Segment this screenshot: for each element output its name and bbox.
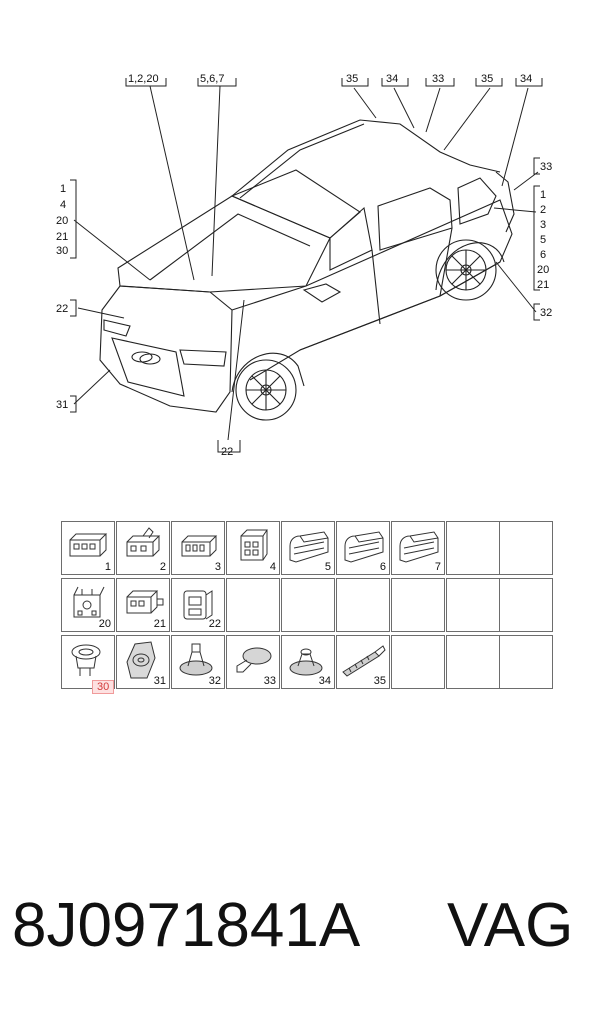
part-cell[interactable]: 2 xyxy=(116,521,170,575)
part-number-label: 3 xyxy=(214,561,221,573)
part-number-label: 22 xyxy=(208,618,221,630)
part-number-label: 2 xyxy=(159,561,166,573)
callout-left-stack-item: 4 xyxy=(60,199,66,211)
callout-top-1: 1,2,20 xyxy=(128,73,159,85)
part-cell[interactable]: 34 xyxy=(281,635,335,689)
callout-left-22: 22 xyxy=(56,303,68,315)
grommet-icon xyxy=(71,644,101,676)
callout-right-stack-item: 6 xyxy=(540,249,546,261)
part-number-label: 35 xyxy=(373,675,386,687)
callout-bottom-22: 22 xyxy=(221,446,233,458)
callout-right-stack-item: 1 xyxy=(540,189,546,201)
part-number-label: 5 xyxy=(324,561,331,573)
connector-icon xyxy=(73,586,105,618)
part-number-label: 21 xyxy=(153,618,166,630)
callout-right-33: 33 xyxy=(540,161,552,173)
empty-cell xyxy=(499,521,553,575)
callout-left-stack-item: 1 xyxy=(60,183,66,195)
part-cell[interactable]: 3 xyxy=(171,521,225,575)
part-number-label: 20 xyxy=(98,618,111,630)
housing-icon xyxy=(289,531,329,563)
connector-icon xyxy=(183,590,213,620)
empty-cell xyxy=(446,521,500,575)
callout-top-2: 5,6,7 xyxy=(200,73,224,85)
grommet-icon xyxy=(236,647,272,673)
connector-icon xyxy=(69,533,108,557)
part-cell[interactable]: 21 xyxy=(116,578,170,632)
callout-left-31: 31 xyxy=(56,399,68,411)
empty-cell xyxy=(446,578,500,632)
callout-top-3: 35 xyxy=(346,73,358,85)
callout-right-stack-item: 3 xyxy=(540,219,546,231)
grommet-icon xyxy=(126,641,156,679)
part-cell[interactable]: 5 xyxy=(281,521,335,575)
part-number-label: 33 xyxy=(263,675,276,687)
leader-lines xyxy=(73,85,539,441)
callout-left-stack-item: 30 xyxy=(56,245,68,257)
empty-cell xyxy=(336,578,390,632)
part-cell[interactable]: 30 xyxy=(61,635,115,694)
part-cell[interactable]: 35 xyxy=(336,635,390,689)
callout-top-5: 33 xyxy=(432,73,444,85)
callout-right-32: 32 xyxy=(540,307,552,319)
part-number-heading: 8J0971841A xyxy=(12,891,361,960)
housing-icon xyxy=(399,531,439,563)
part-cell[interactable]: 20 xyxy=(61,578,115,632)
callout-top-4: 34 xyxy=(386,73,398,85)
callout-right-stack-item: 20 xyxy=(537,264,549,276)
connector-icon xyxy=(240,529,268,561)
grommet-icon xyxy=(289,648,323,676)
part-number-label: 31 xyxy=(153,675,166,687)
part-cell[interactable]: 22 xyxy=(171,578,225,632)
part-number-label: 1 xyxy=(104,561,111,573)
parts-grid: 1 2 3 4 5 6 7 20 21 22 xyxy=(61,521,553,694)
grommet-icon xyxy=(179,643,213,676)
callout-top-6: 35 xyxy=(481,73,493,85)
callout-top-7: 34 xyxy=(520,73,532,85)
connector-icon xyxy=(181,535,218,557)
part-number-label: 32 xyxy=(208,675,221,687)
empty-cell xyxy=(499,578,553,632)
car-diagram: 1,2,20 5,6,7 35 34 33 35 34 1 4 20 21 30… xyxy=(56,73,552,458)
car-illustration xyxy=(99,119,515,421)
empty-cell xyxy=(281,578,335,632)
part-number-label: 6 xyxy=(379,561,386,573)
callout-right-stack-item: 2 xyxy=(540,204,546,216)
part-cell[interactable]: 7 xyxy=(391,521,445,575)
connector-icon xyxy=(126,590,164,614)
brand-label: VAG xyxy=(447,891,574,960)
part-cell[interactable]: 6 xyxy=(336,521,390,575)
callout-right-stack-item: 5 xyxy=(540,234,546,246)
part-cell[interactable]: 33 xyxy=(226,635,280,689)
part-cell[interactable]: 31 xyxy=(116,635,170,689)
housing-icon xyxy=(344,531,384,563)
callout-left-stack-item: 20 xyxy=(56,215,68,227)
part-number-label: 4 xyxy=(269,561,276,573)
part-number-label: 7 xyxy=(434,561,441,573)
cable-sleeve-icon xyxy=(342,645,386,677)
callout-left-stack-item: 21 xyxy=(56,231,68,243)
empty-cell xyxy=(499,635,553,689)
empty-cell xyxy=(391,635,445,689)
empty-cell xyxy=(226,578,280,632)
part-cell[interactable]: 1 xyxy=(61,521,115,575)
part-number-label-highlighted: 30 xyxy=(92,680,115,694)
connector-icon xyxy=(126,527,161,557)
callout-brackets xyxy=(70,78,543,453)
callout-right-stack-item: 21 xyxy=(537,279,549,291)
part-cell[interactable]: 4 xyxy=(226,521,280,575)
empty-cell xyxy=(391,578,445,632)
part-number-label: 34 xyxy=(318,675,331,687)
part-cell[interactable]: 32 xyxy=(171,635,225,689)
empty-cell xyxy=(446,635,500,689)
